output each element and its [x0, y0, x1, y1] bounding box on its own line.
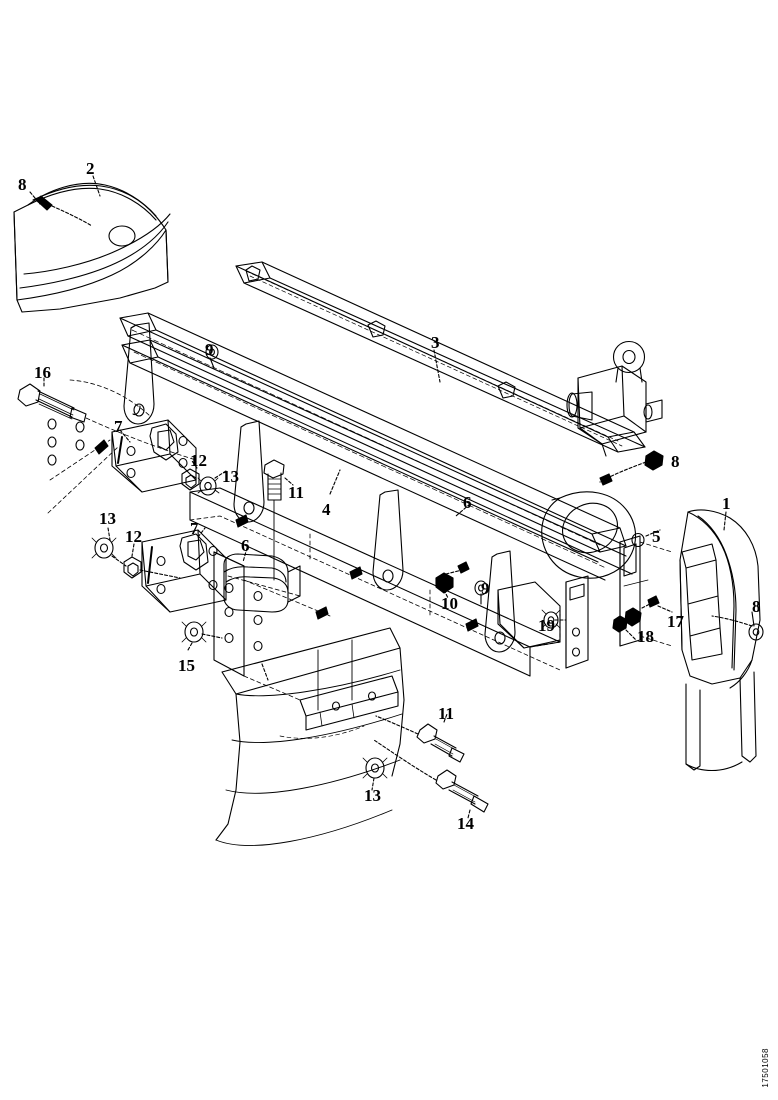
part-7-bracket-upper — [111, 419, 197, 493]
part-6-support-channel — [189, 487, 561, 677]
part-12-13-fasteners-upper — [181, 460, 227, 496]
part-11-bolt-lower — [375, 713, 465, 763]
part-12-13-fasteners-lower — [91, 527, 181, 579]
callout-13: 13 — [222, 467, 239, 486]
callout-2: 2 — [86, 159, 95, 178]
part-4-main-frame-beam — [119, 312, 637, 581]
part-15-nut — [181, 621, 223, 651]
callout-14: 14 — [457, 814, 474, 833]
callout-7b: 7 — [190, 519, 199, 538]
part-centre-mount-plate — [213, 551, 331, 701]
callout-6b: 6 — [241, 536, 250, 555]
part-19-vertical-post — [541, 575, 589, 669]
callout-4: 4 — [322, 500, 331, 519]
part-hitch-coupler — [566, 340, 663, 457]
callout-13b: 13 — [99, 509, 116, 528]
part-10-9-pins — [435, 561, 488, 605]
callout-11: 11 — [288, 483, 305, 502]
callout-5: 5 — [652, 527, 661, 546]
callout-17: 17 — [667, 612, 684, 631]
callout-18: 18 — [637, 627, 654, 646]
part-9-pin-upper — [205, 344, 219, 369]
part-13-locknut-lower — [362, 757, 388, 791]
callout-13c: 13 — [364, 786, 381, 805]
callout-12: 12 — [190, 451, 207, 470]
part-17-18-fasteners — [612, 595, 673, 641]
callout-6: 6 — [463, 493, 472, 512]
part-8-right-bolt — [711, 611, 764, 641]
part-14-bolt-lower-right — [373, 739, 489, 819]
callout-10: 10 — [441, 594, 458, 613]
callout-8: 8 — [18, 175, 27, 194]
callout-9b: 9 — [481, 579, 490, 598]
part-7-bracket-lower — [141, 527, 301, 613]
callout-11b: 11 — [438, 704, 455, 723]
callout-9: 9 — [205, 340, 214, 359]
callout-1: 1 — [722, 494, 731, 513]
part-2-left-wing-panel — [13, 175, 171, 313]
part-1-right-wing-panel — [679, 509, 761, 772]
callout-12b: 12 — [125, 527, 142, 546]
callout-8b: 8 — [671, 452, 680, 471]
part-lower-blade-panel — [215, 627, 405, 846]
callout-15: 15 — [178, 656, 195, 675]
part-8-centre-bolt — [599, 450, 664, 486]
figure-reference-number: 17501058 — [761, 1048, 770, 1088]
part-5-right-bracket — [619, 529, 673, 647]
callout-19: 19 — [538, 616, 555, 635]
part-11-bolt-upper — [263, 459, 294, 581]
callout-8c: 8 — [752, 597, 761, 616]
part-3-upper-rail — [235, 261, 646, 453]
callout-16: 16 — [34, 363, 51, 382]
callout-7: 7 — [114, 417, 123, 436]
part-16-long-bolt — [17, 377, 197, 514]
callout-3: 3 — [431, 333, 440, 352]
